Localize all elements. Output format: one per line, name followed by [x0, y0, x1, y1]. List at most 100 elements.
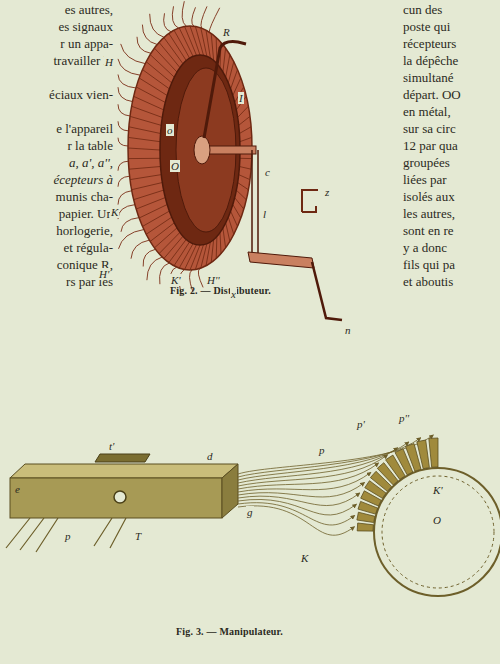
- callout-letter: O: [432, 514, 442, 526]
- column-text: récepteurs: [403, 36, 456, 51]
- winding-stroke: [195, 27, 203, 56]
- winding-stroke: [239, 116, 250, 125]
- winding-stroke: [190, 26, 200, 55]
- winding-stroke: [233, 205, 241, 219]
- callout-letter: d: [206, 450, 214, 462]
- winding-stroke: [223, 228, 226, 248]
- hub: [194, 136, 210, 164]
- winding-stroke: [201, 244, 207, 269]
- winding-stroke: [134, 190, 164, 200]
- callout-letter: c: [264, 166, 271, 178]
- column-text: a, a', a'',: [69, 155, 113, 170]
- callout-letter: R: [222, 26, 231, 38]
- winding-stroke: [139, 78, 167, 96]
- callout-letter: x: [230, 288, 237, 300]
- winding-stroke: [231, 211, 238, 226]
- coil-wire: [131, 240, 149, 259]
- ring-outer: [374, 468, 500, 596]
- winding-stroke: [190, 245, 200, 270]
- winding-stroke: [130, 116, 161, 125]
- callout-letter: K: [300, 552, 309, 564]
- winding-stroke: [235, 198, 244, 210]
- callout-letter: K': [432, 484, 444, 496]
- winding-stroke: [159, 232, 180, 253]
- coil-wire: [182, 1, 186, 26]
- winding-stroke: [129, 167, 161, 170]
- coil-wire: [118, 121, 129, 131]
- winding-stroke: [240, 137, 252, 141]
- box-top: [10, 464, 238, 478]
- callout-letter: T: [134, 530, 142, 542]
- crank-handle: [312, 262, 342, 320]
- coil-wire: [118, 161, 128, 171]
- coil-wire: [137, 37, 151, 54]
- segment-wire: [238, 435, 433, 474]
- segment-wire: [238, 455, 388, 486]
- winding-stroke: [238, 106, 249, 117]
- column-text: écepteurs à: [53, 172, 113, 187]
- winding-stroke: [211, 33, 214, 60]
- column-text: r la table: [68, 138, 113, 153]
- coil-wire: [118, 138, 128, 146]
- coil-wire: [143, 249, 155, 266]
- coil-wire: [160, 263, 170, 284]
- winding-stroke: [236, 190, 246, 200]
- coil-wire: [209, 8, 220, 32]
- winding-stroke: [129, 127, 161, 134]
- segment-wire: [238, 499, 356, 515]
- coil-wire: [172, 6, 178, 28]
- callout-letter: e: [14, 483, 21, 495]
- callout-letter: p'': [398, 412, 410, 424]
- callout-letter: p: [318, 444, 326, 456]
- winding-stroke: [154, 228, 177, 248]
- column-text: liées par: [403, 172, 447, 187]
- callout-letter: o: [166, 124, 174, 136]
- ring-inner: [382, 476, 494, 588]
- column-text: y a donc: [403, 240, 447, 255]
- winding-stroke: [128, 137, 160, 141]
- coil-wire: [201, 6, 207, 28]
- column-text: sur sa circ: [403, 121, 456, 136]
- coil-wire: [150, 14, 164, 38]
- contact-segments: [357, 438, 438, 531]
- winding-stroke: [132, 106, 163, 117]
- winding-stroke: [239, 127, 251, 134]
- winding-stroke: [216, 236, 218, 259]
- contact-segment: [357, 512, 375, 522]
- coil-wire: [147, 257, 162, 280]
- winding-stroke: [132, 183, 163, 190]
- winding-stroke: [128, 148, 160, 150]
- vertical-rod: [252, 150, 258, 256]
- lead-wires: [6, 518, 126, 552]
- winding-stroke: [211, 239, 214, 262]
- column-text: fils qui pa: [403, 257, 455, 272]
- coil-wire: [118, 104, 130, 116]
- coil-wire: [142, 25, 157, 45]
- box-front: [10, 478, 222, 518]
- segment-wire: [238, 472, 371, 492]
- callout-letter: g: [246, 506, 254, 518]
- coil-wire: [118, 87, 133, 101]
- callout-letter: K': [170, 274, 182, 286]
- winding-stroke: [206, 30, 210, 58]
- column-text: groupées: [403, 155, 450, 170]
- coil-wire: [118, 191, 132, 205]
- winding-stroke: [240, 158, 252, 159]
- coil-wire: [192, 7, 196, 26]
- callout-letter: l: [262, 208, 267, 220]
- segment-wire: [238, 463, 379, 489]
- coil-wire: [121, 218, 139, 232]
- coil-wire: [164, 13, 172, 32]
- coil-wire: [118, 75, 136, 89]
- winding-stroke: [143, 70, 170, 89]
- winding-stroke: [220, 232, 221, 253]
- callout-letter: O: [170, 160, 180, 172]
- column-text: sont en re: [403, 223, 454, 238]
- column-text: la dépêche: [403, 53, 458, 68]
- detail-piece: [302, 190, 318, 212]
- winding-stroke: [226, 55, 230, 78]
- column-text: horlogerie,: [56, 223, 113, 238]
- callout-letter: K: [110, 206, 119, 218]
- segment-wires: [238, 435, 433, 535]
- contact-segment: [429, 438, 438, 467]
